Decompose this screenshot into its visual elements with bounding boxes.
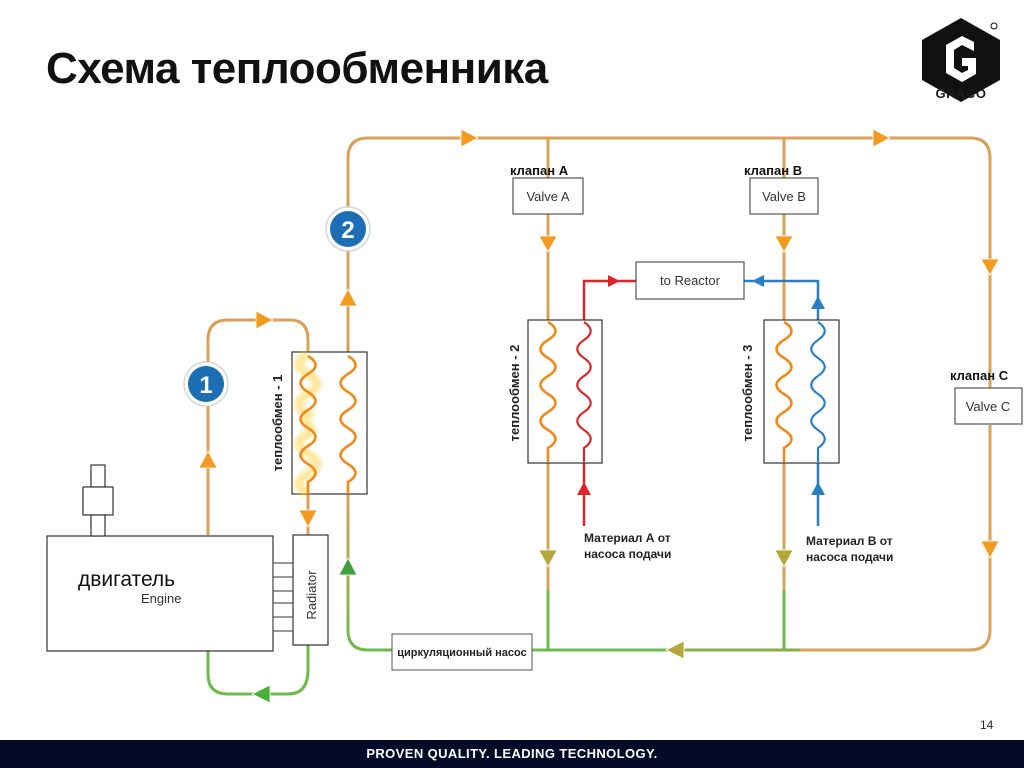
radiator	[292, 534, 329, 646]
arrow-left-material-b	[752, 275, 764, 287]
valve-a-caption: клапан А	[510, 163, 569, 178]
material-b-line2: насоса подачи	[806, 550, 893, 564]
badge-2-label: 2	[341, 217, 354, 244]
arrow-down	[980, 258, 1000, 276]
material-b-line1: Материал В от	[806, 534, 893, 548]
arrow-left	[665, 640, 685, 660]
arrow-up	[338, 288, 358, 307]
arrow-down	[774, 235, 794, 253]
arrow-down	[298, 509, 318, 528]
hot-pipes	[206, 136, 992, 652]
engine-label-ru: двигатель	[78, 568, 175, 591]
heat-exchanger-3	[763, 319, 840, 464]
heat-exchanger-1-label: теплообмен - 1	[270, 375, 285, 472]
material-a-line2: насоса подачи	[584, 547, 671, 561]
arrow-up-material-b	[811, 296, 825, 309]
cool-pipes	[206, 494, 800, 696]
heat-exchanger-3-label: теплообмен - 3	[740, 345, 755, 442]
pump-box	[391, 633, 533, 671]
heat-exchanger-2-label: теплообмен - 2	[507, 345, 522, 442]
arrow-right	[255, 310, 274, 330]
valve-b-caption: клапан В	[744, 163, 802, 178]
flow-arrows	[198, 128, 1000, 704]
to-reactor-label: to Reactor	[660, 273, 721, 288]
arrow-left	[251, 684, 271, 704]
valve-c	[954, 387, 1023, 425]
arrow-right	[872, 128, 891, 148]
heat-exchanger-diagram: двигатель Engine Radiator теплообмен - 1…	[46, 128, 1023, 704]
badge-1-label: 1	[199, 372, 212, 399]
coils-glow	[294, 350, 322, 498]
radiator-label: Radiator	[304, 570, 319, 620]
valve-c-caption: клапан С	[950, 368, 1009, 383]
footer-text: PROVEN QUALITY. LEADING TECHNOLOGY.	[366, 746, 658, 761]
arrow-down	[538, 549, 558, 568]
graco-logo-icon	[922, 18, 1000, 102]
logo-text: GRACO	[935, 86, 987, 101]
arrow-right	[460, 128, 479, 148]
engine-block	[46, 464, 274, 652]
arrow-up	[338, 557, 358, 576]
coil-hx1-right	[339, 354, 357, 494]
valve-a	[512, 177, 584, 215]
badge-1	[183, 361, 229, 407]
badge-2	[325, 206, 371, 252]
engine-label-en: Engine	[141, 591, 181, 606]
arrow-up-material-b	[811, 482, 825, 495]
valve-a-label: Valve A	[526, 189, 569, 204]
material-a-line1: Материал А от	[584, 531, 671, 545]
coil-hx3-hot	[775, 320, 793, 462]
coil-hx2-material-a	[576, 321, 592, 462]
arrow-up	[198, 450, 218, 469]
coil-hx3-material-b	[810, 321, 826, 462]
arrow-up-material-a	[577, 482, 591, 495]
coil-hx2-hot	[539, 320, 557, 462]
arrow-down	[538, 235, 558, 253]
coil-hx1-left	[299, 354, 317, 494]
valve-b	[749, 177, 819, 215]
arrow-down	[980, 540, 1000, 559]
valve-c-label: Valve C	[966, 399, 1011, 414]
footer-bar	[0, 740, 1024, 768]
valve-b-label: Valve B	[762, 189, 806, 204]
radiator-connectors	[272, 562, 294, 632]
page-title: Схема теплообменника	[46, 44, 548, 93]
arrow-right-material-a	[608, 275, 620, 287]
material-arrows	[577, 275, 825, 495]
page-number: 14	[980, 718, 994, 732]
to-reactor-box	[635, 261, 745, 300]
arrow-down	[774, 549, 794, 568]
pump-label: циркуляционный насос	[397, 647, 526, 659]
